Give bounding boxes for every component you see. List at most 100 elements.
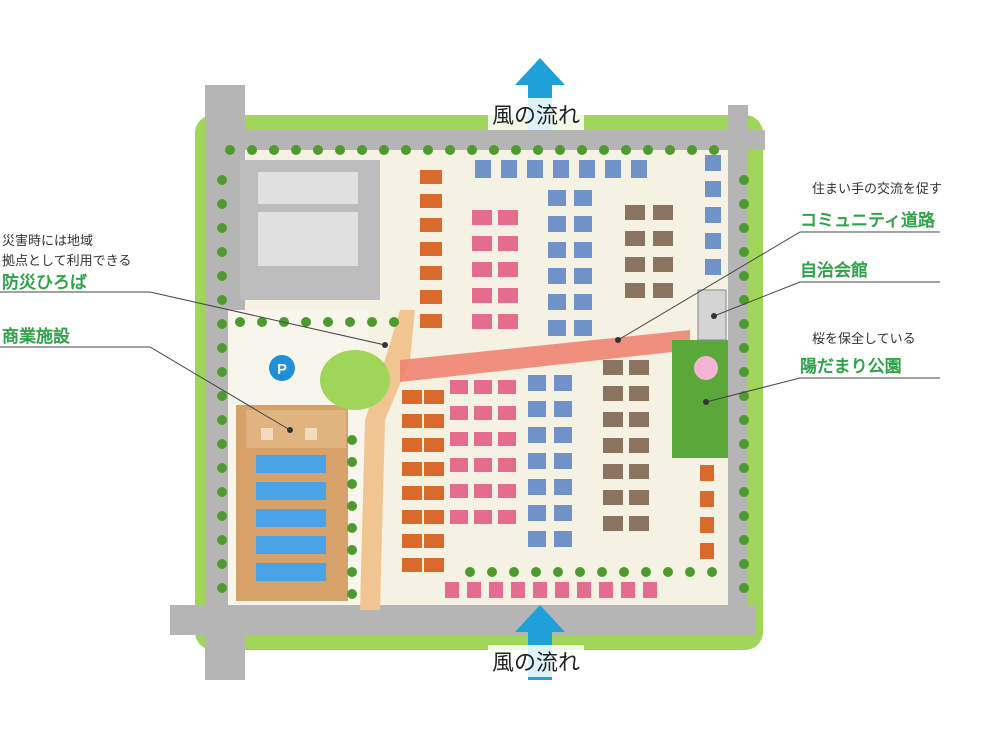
tree [621, 145, 631, 155]
tree [739, 247, 749, 257]
house [579, 160, 595, 178]
house [420, 194, 442, 208]
house [424, 438, 444, 452]
house [574, 320, 592, 336]
tree [739, 391, 749, 401]
house [705, 155, 721, 171]
house [474, 380, 492, 394]
house [629, 412, 649, 427]
house [424, 390, 444, 404]
tree [217, 415, 227, 425]
tree [217, 247, 227, 257]
house [402, 486, 422, 500]
house [548, 320, 566, 336]
house [424, 558, 444, 572]
house [474, 510, 492, 524]
tree [511, 145, 521, 155]
house [603, 360, 623, 375]
tree [217, 487, 227, 497]
rooftop-vent [261, 428, 273, 440]
house [474, 458, 492, 472]
house [445, 582, 459, 598]
commercial-building-roof [258, 172, 358, 204]
house [450, 458, 468, 472]
house [528, 375, 546, 391]
house [450, 380, 468, 394]
tree [599, 145, 609, 155]
house [629, 438, 649, 453]
tree [553, 567, 563, 577]
house [498, 406, 516, 420]
tree [663, 567, 673, 577]
tree [597, 567, 607, 577]
house [605, 160, 621, 178]
svg-text:P: P [277, 361, 287, 378]
tree [347, 501, 357, 511]
house [420, 218, 442, 232]
tree [739, 343, 749, 353]
house [700, 465, 714, 481]
disaster-plaza [320, 350, 390, 410]
house [420, 290, 442, 304]
tree [217, 535, 227, 545]
tree [217, 271, 227, 281]
callout-community-road-line1: 住まい手の交流を促す [812, 182, 943, 197]
house [554, 479, 572, 495]
tree [739, 367, 749, 377]
house [603, 490, 623, 505]
tree [739, 559, 749, 569]
callout-community-hall-title: 自治会館 [800, 261, 868, 281]
tree [577, 145, 587, 155]
house [402, 462, 422, 476]
house [625, 283, 645, 298]
house [474, 406, 492, 420]
house [402, 510, 422, 524]
tree [739, 175, 749, 185]
tree [739, 535, 749, 545]
rooftop-vent [305, 428, 317, 440]
house [577, 582, 591, 598]
house [498, 484, 516, 498]
house [603, 516, 623, 531]
house [472, 262, 492, 277]
tree [335, 145, 345, 155]
marker-commercial [287, 427, 293, 433]
house [705, 181, 721, 197]
tree [217, 295, 227, 305]
house [629, 360, 649, 375]
community-road [400, 330, 690, 382]
leader-lines [0, 231, 940, 431]
house [629, 490, 649, 505]
house [528, 427, 546, 443]
house [533, 582, 547, 598]
tree [619, 567, 629, 577]
tree [367, 317, 377, 327]
tree [225, 145, 235, 155]
tree [217, 583, 227, 593]
house [498, 432, 516, 446]
house [402, 438, 422, 452]
tree [401, 145, 411, 155]
tree [347, 457, 357, 467]
callout-disaster-line2: 拠点として利用できる [2, 254, 132, 269]
commercial-building-roof2 [258, 212, 358, 266]
house [554, 531, 572, 547]
house [555, 582, 569, 598]
tree [217, 511, 227, 521]
house [653, 257, 673, 272]
tree [347, 479, 357, 489]
house [528, 531, 546, 547]
house [498, 236, 518, 251]
callout-community-road-title: コミュニティ道路 [800, 211, 935, 231]
marker-park [703, 399, 709, 405]
tree [347, 545, 357, 555]
marker-disaster-plaza [382, 342, 388, 348]
house [498, 380, 516, 394]
tree [739, 319, 749, 329]
tree [217, 367, 227, 377]
tree [509, 567, 519, 577]
tree [489, 145, 499, 155]
house [643, 582, 657, 598]
house [629, 464, 649, 479]
house [450, 510, 468, 524]
